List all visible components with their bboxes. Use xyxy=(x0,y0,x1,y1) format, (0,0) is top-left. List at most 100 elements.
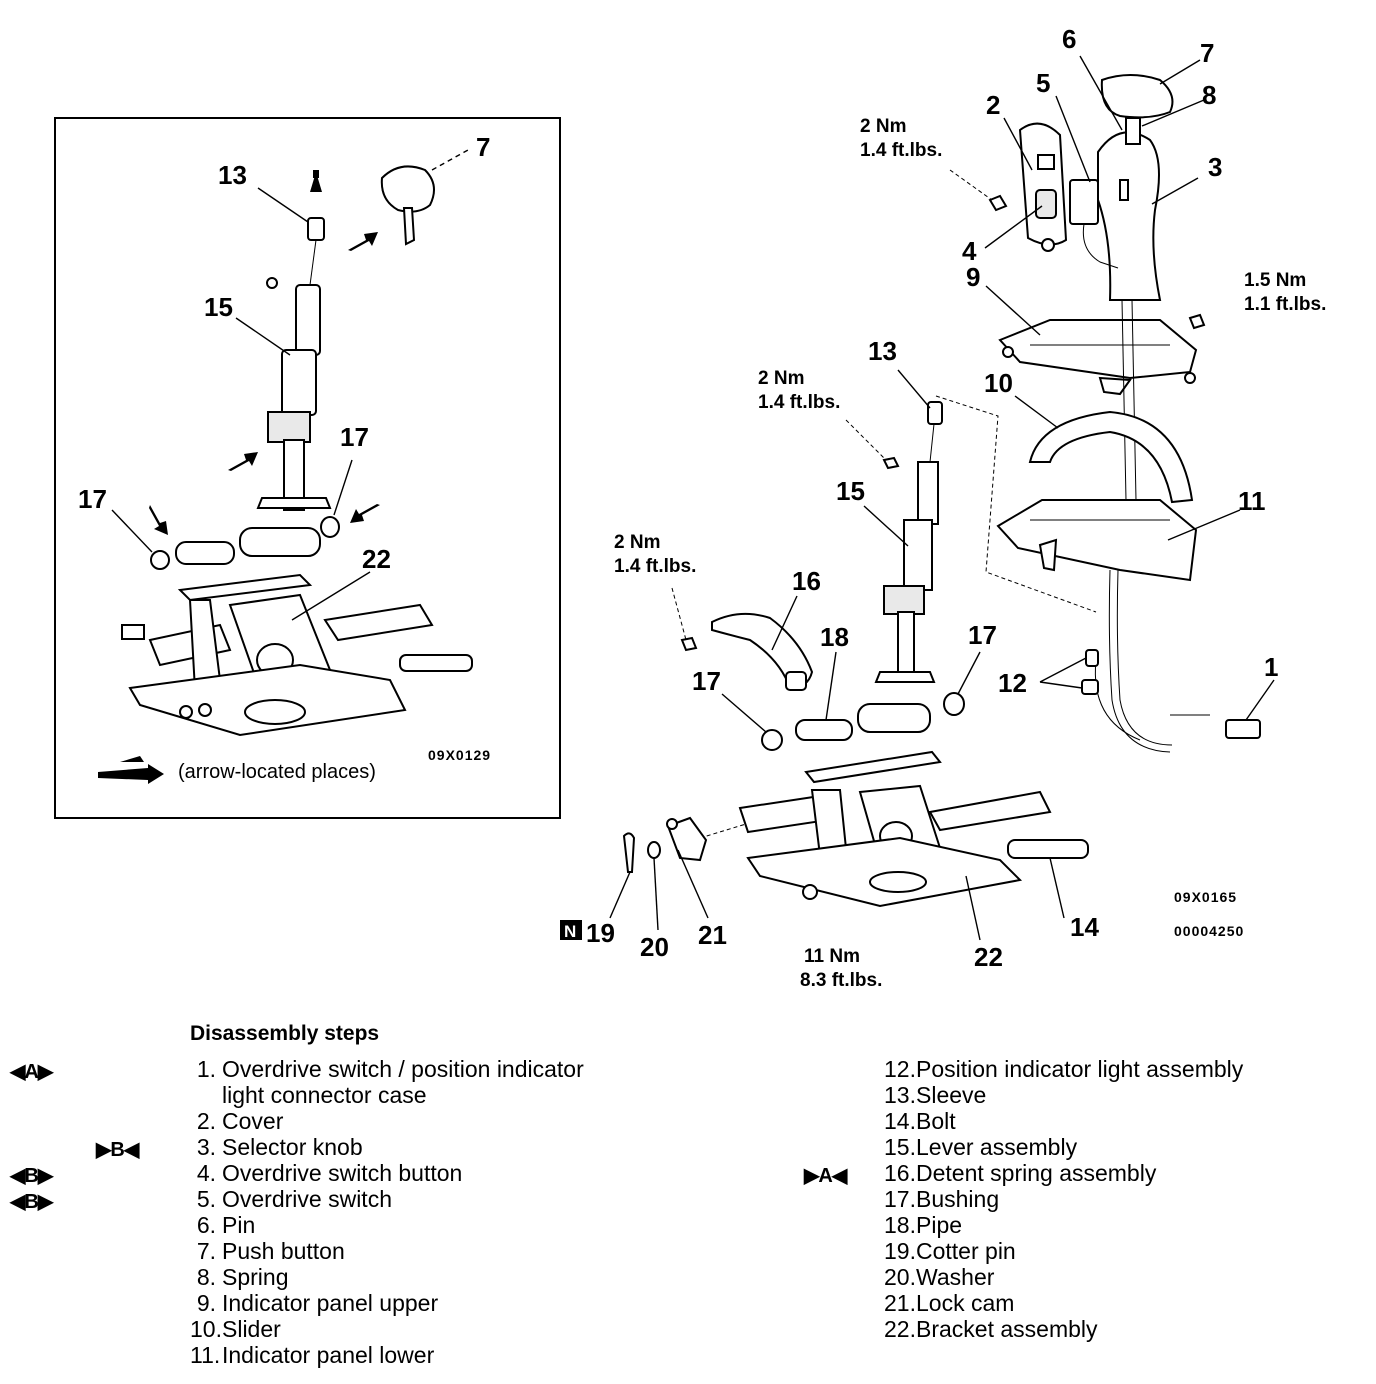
n-mark-badge xyxy=(560,920,582,940)
inset-arrow-3 xyxy=(149,505,168,535)
label-14: 14 xyxy=(1070,912,1099,942)
step-14: 14.Bolt xyxy=(884,1108,956,1134)
label-3: 3 xyxy=(1208,152,1222,182)
label-20: 20 xyxy=(640,932,669,962)
figure-code-1: 09X0165 xyxy=(1174,889,1237,905)
step-3: 3.Selector knob xyxy=(196,1134,363,1160)
wiring-harness xyxy=(1039,569,1275,753)
overdrive-switch-5 xyxy=(1055,95,1119,269)
inset-arrow-4 xyxy=(350,504,380,523)
step-13: 13.Sleeve xyxy=(884,1082,987,1108)
torque-lever-nm: 2 Nm xyxy=(758,368,804,389)
label-8: 8 xyxy=(1202,80,1216,110)
mark-step-4: ◀B▶ xyxy=(10,1165,53,1187)
mark-step-1: ◀A▶ xyxy=(10,1061,53,1083)
step-6: 6.Pin xyxy=(196,1212,256,1238)
bracket-assembly-22 xyxy=(699,750,1089,941)
inset-label-15: 15 xyxy=(204,292,233,322)
inset-code: 09X0129 xyxy=(428,747,491,763)
steps-left-column: 1.Overdrive switch / position indicator … xyxy=(190,1056,750,1368)
figure-code-2: 00004250 xyxy=(1174,923,1244,939)
step-10: 10.Slider xyxy=(190,1316,281,1342)
torque-cover-ftlbs: 1.4 ft.lbs. xyxy=(860,140,942,161)
label-2: 2 xyxy=(986,90,1000,120)
step-1-continued: light connector case xyxy=(222,1082,427,1108)
step-20: 20.Washer xyxy=(884,1264,995,1290)
selector-knob-3 xyxy=(1079,55,1205,301)
step-17: 17.Bushing xyxy=(884,1186,1000,1212)
label-11: 11 xyxy=(1238,486,1266,516)
step-15: 15.Lever assembly xyxy=(884,1134,1078,1160)
inset-sleeve-13 xyxy=(257,170,325,241)
torque-spring-nm: 2 Nm xyxy=(614,532,660,553)
steps-heading: Disassembly steps xyxy=(190,1022,380,1045)
indicator-panel-upper-9 xyxy=(985,285,1206,396)
step-1: 1.Overdrive switch / position indicator xyxy=(196,1056,584,1082)
label-1: 1 xyxy=(1264,652,1278,682)
torque-cover-nm: 2 Nm xyxy=(860,116,906,137)
inset-push-button-7 xyxy=(380,149,469,246)
label-17-right: 17 xyxy=(968,620,997,650)
step-11: 11.Indicator panel lower xyxy=(190,1342,435,1368)
label-10: 10 xyxy=(984,368,1013,398)
inset-label-17-right: 17 xyxy=(340,422,369,452)
cotter-pin-19 xyxy=(609,832,636,919)
lock-cam-21 xyxy=(666,816,709,919)
step-18: 18.Pipe xyxy=(884,1212,963,1238)
slider-10 xyxy=(1014,395,1194,504)
torque-spring-ftlbs: 1.4 ft.lbs. xyxy=(614,556,696,577)
step-5: 5.Overdrive switch xyxy=(196,1186,392,1212)
torque-panel-nm: 1.5 Nm xyxy=(1244,270,1306,291)
label-18: 18 xyxy=(820,622,849,652)
cover-screw xyxy=(949,169,1008,212)
label-16: 16 xyxy=(792,566,821,596)
n-mark-text: N xyxy=(564,922,576,941)
torque-panel-ftlbs: 1.1 ft.lbs. xyxy=(1244,294,1326,315)
pipe-18 xyxy=(721,651,981,751)
inset-label-13: 13 xyxy=(218,160,247,190)
step-8: 8.Spring xyxy=(196,1264,289,1290)
inset-legend-text: (arrow-located places) xyxy=(178,761,376,783)
label-17-left: 17 xyxy=(692,666,721,696)
label-9: 9 xyxy=(966,262,980,292)
step-16: 16.Detent spring assembly xyxy=(884,1160,1157,1186)
indicator-panel-lower-11 xyxy=(996,499,1241,582)
inset-label-7: 7 xyxy=(476,132,490,162)
label-4: 4 xyxy=(962,236,977,266)
washer-20 xyxy=(647,841,661,931)
main-diagram: N 1 2 3 4 5 6 7 8 9 10 11 12 13 14 15 16… xyxy=(560,24,1326,991)
detent-spring-16 xyxy=(671,587,814,691)
step-9: 9.Indicator panel upper xyxy=(196,1290,439,1316)
label-21: 21 xyxy=(698,920,727,950)
mark-step-5: ◀B▶ xyxy=(10,1191,53,1213)
inset-legend-arrow-icon xyxy=(98,756,164,784)
step-4: 4.Overdrive switch button xyxy=(196,1160,463,1186)
label-15: 15 xyxy=(836,476,865,506)
inset-panel: 7 13 15 17 17 22 09X0129 (arrow-located … xyxy=(54,117,561,819)
label-6: 6 xyxy=(1062,24,1076,54)
step-7: 7.Push button xyxy=(196,1238,345,1264)
inset-label-17-left: 17 xyxy=(78,484,107,514)
inset-arrow-1 xyxy=(348,232,378,251)
step-19: 19.Cotter pin xyxy=(884,1238,1016,1264)
lever-assembly-15 xyxy=(845,369,943,683)
steps-right-column: 12.Position indicator light assembly 13.… xyxy=(884,1056,1364,1342)
inset-label-22: 22 xyxy=(362,544,391,574)
step-21: 21.Lock cam xyxy=(884,1290,1015,1316)
label-7: 7 xyxy=(1200,38,1214,68)
inset-bracket-22 xyxy=(121,571,473,737)
label-22: 22 xyxy=(974,942,1003,972)
label-5: 5 xyxy=(1036,68,1050,98)
torque-bracket-nm: 11 Nm xyxy=(804,946,860,967)
inset-arrow-2 xyxy=(228,452,258,471)
torque-lever-ftlbs: 1.4 ft.lbs. xyxy=(758,392,840,413)
cover-2 xyxy=(984,117,1068,252)
inset-lever-assembly-15 xyxy=(235,239,332,511)
step-22: 22.Bracket assembly xyxy=(884,1316,1098,1342)
disassembly-steps: Disassembly steps ◀A▶ ▶B◀ ◀B▶ ◀B▶ ▶A◀ 1.… xyxy=(0,1018,1376,1378)
step-2: 2.Cover xyxy=(196,1108,284,1134)
inset-pipe-17 xyxy=(111,459,353,570)
label-12: 12 xyxy=(998,668,1027,698)
exploded-diagram: 7 13 15 17 17 22 09X0129 (arrow-located … xyxy=(54,24,1326,991)
torque-bracket-ftlbs: 8.3 ft.lbs. xyxy=(800,970,882,991)
